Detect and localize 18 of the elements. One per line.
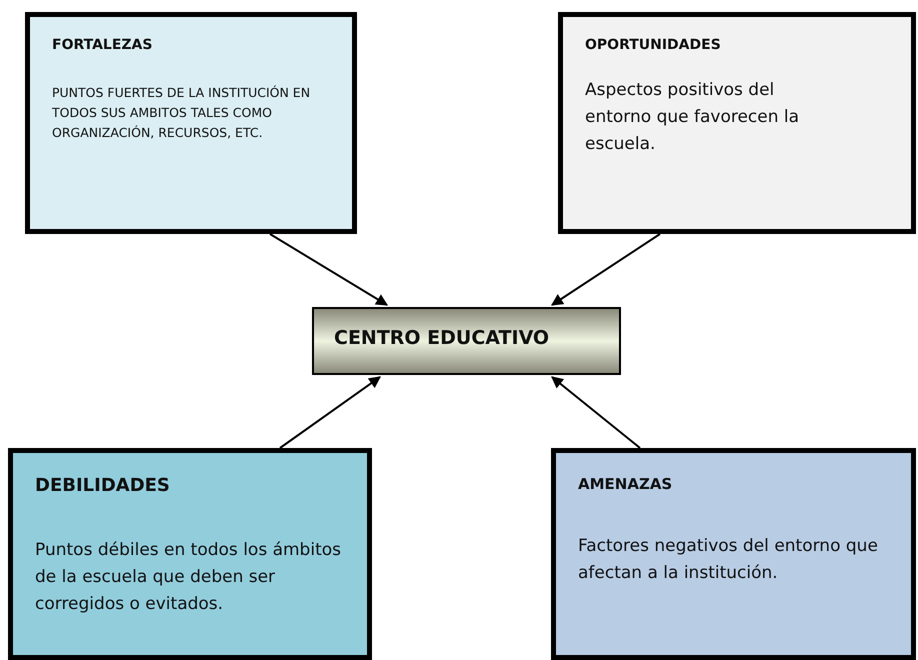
center-box	[312, 307, 621, 375]
box-heading: FORTALEZAS	[52, 37, 152, 53]
arrow	[551, 233, 661, 306]
weaknesses-box	[8, 448, 372, 660]
box-description: PUNTOS FUERTES DE LA INSTITUCIÓN EN TODOS SUS AMBITOS TALES COMO ORGANIZACIÓN, RECURSOS, ETC.	[52, 84, 312, 142]
strengths-box	[25, 12, 357, 234]
arrow	[551, 376, 641, 449]
arrow	[279, 376, 381, 449]
box-heading: DEBILIDADES	[35, 475, 170, 496]
box-heading: OPORTUNIDADES	[585, 37, 721, 53]
box-heading: AMENAZAS	[578, 475, 672, 493]
box-description: Factores negativos del entorno que afectan a la institución.	[578, 535, 878, 586]
threats-box	[551, 448, 916, 660]
arrow	[269, 233, 388, 306]
box-heading: CENTRO EDUCATIVO	[334, 327, 550, 349]
box-description: Puntos débiles en todos los ámbitos de la escuela que deben ser corregidos o evitados.	[35, 539, 342, 616]
box-description: Aspectos positivos del entorno que favorecen la escuela.	[585, 79, 800, 156]
opportunities-box	[558, 12, 916, 234]
